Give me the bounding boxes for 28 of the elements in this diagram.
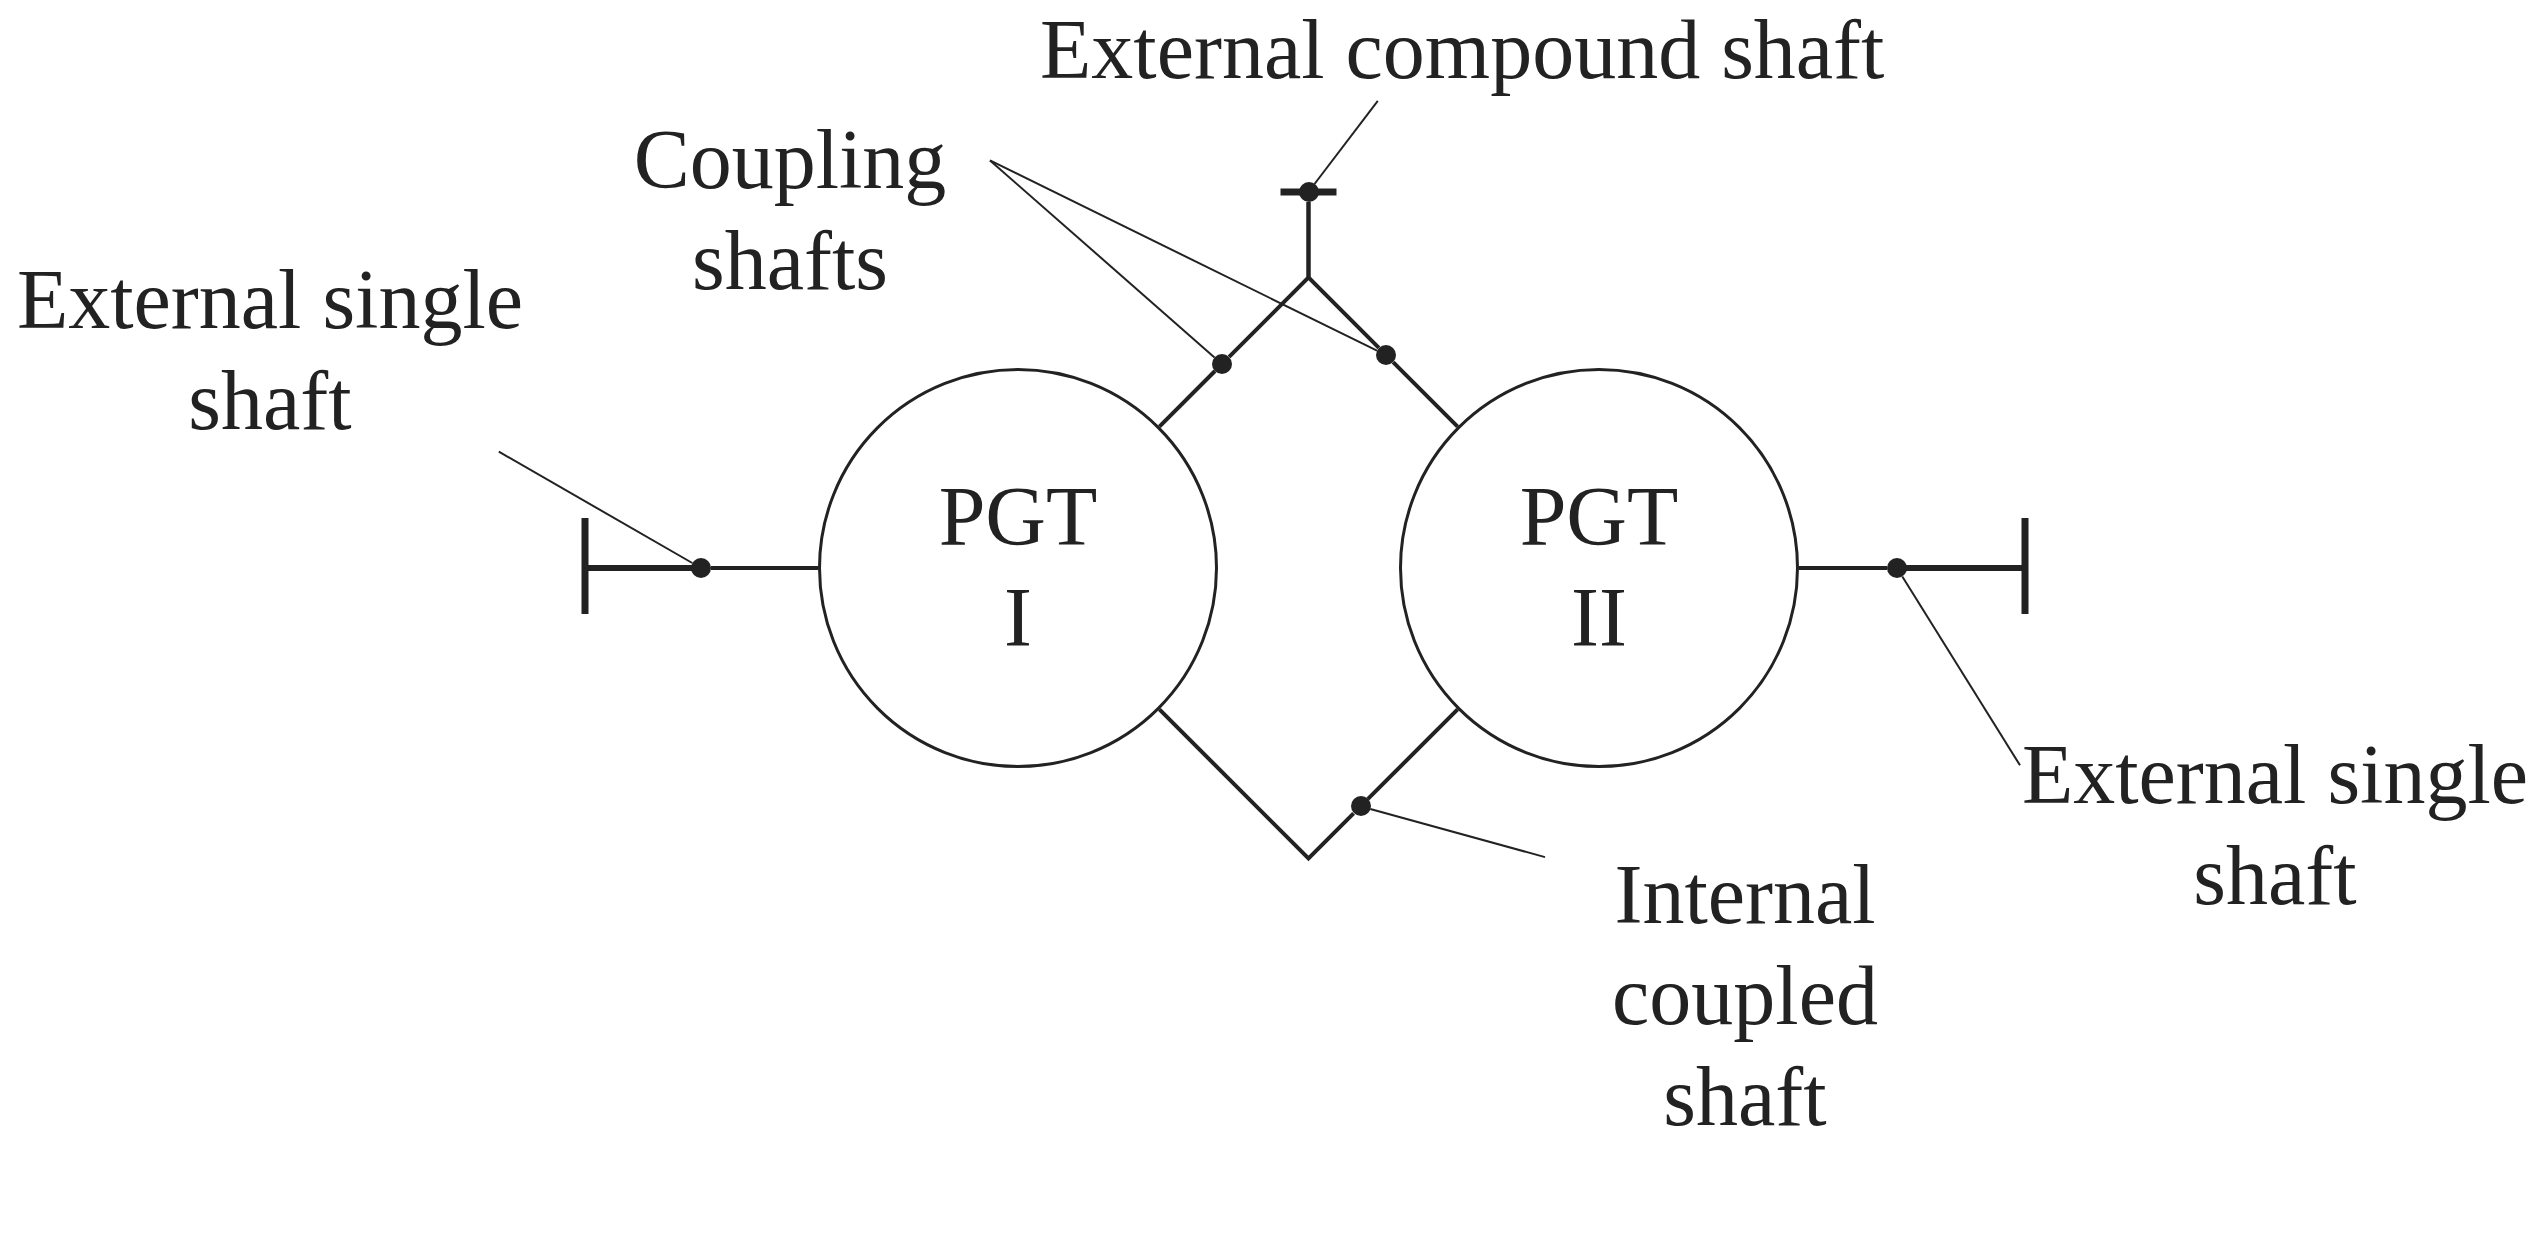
circle-label: PGT I	[937, 469, 1099, 666]
shaft-line	[711, 566, 818, 570]
shaft-dot	[1350, 796, 1371, 817]
leader-line	[989, 159, 1216, 359]
shaft-dot	[1376, 345, 1396, 365]
shaft-line	[1366, 708, 1459, 801]
shaft-line	[1306, 202, 1381, 350]
callout-text: External single shaft	[2020, 725, 2530, 927]
shaft-line	[1391, 360, 1459, 428]
callout-text: Coupling shafts	[590, 110, 990, 312]
gear-train-circle	[818, 368, 1218, 768]
callout-text: External single shaft	[10, 250, 530, 452]
shaft-dot	[1887, 558, 1907, 578]
shaft-dot	[1298, 182, 1319, 202]
circle-label: PGT II	[1518, 469, 1680, 666]
leader-line	[497, 450, 694, 564]
shaft-line	[1799, 566, 1887, 570]
leader-line	[989, 159, 1378, 352]
leader-line	[1901, 575, 2021, 767]
shaft-line	[1158, 708, 1355, 862]
shaft-line	[1158, 369, 1217, 428]
shaft-dot	[1212, 353, 1233, 374]
shaft-dot	[691, 558, 711, 578]
callout-text: External compound shaft	[1040, 0, 1885, 101]
gear-train-circle	[1399, 368, 1799, 768]
callout-text: Internal coupled shaft	[1545, 845, 1945, 1148]
leader-line	[1369, 808, 1546, 859]
leader-line	[1313, 99, 1379, 185]
